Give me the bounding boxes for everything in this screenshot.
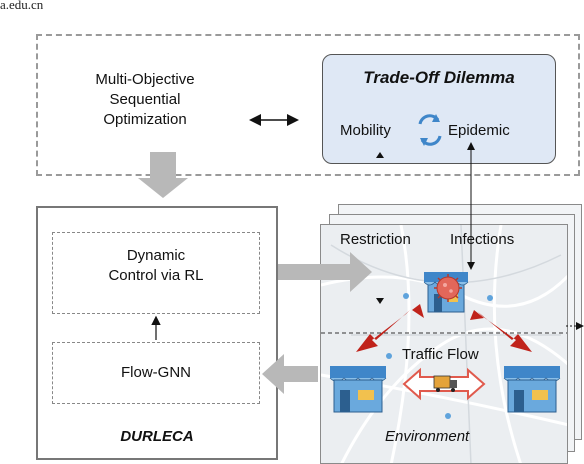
store-icon (329, 366, 387, 413)
restriction-marker-icon (376, 298, 384, 304)
map-road (492, 225, 522, 463)
left-red-arrowhead (412, 304, 424, 318)
optimization-line-1: Multi-Objective (95, 71, 195, 88)
right-red-arrow (478, 312, 532, 352)
map-road-minor (460, 225, 472, 463)
environment-label: Environment (385, 428, 470, 445)
trade-off-dilemma-box (322, 54, 556, 164)
store-icon (503, 366, 561, 413)
header-fragment: a.edu.cn (0, 0, 44, 12)
map-pin-icon (403, 293, 409, 299)
restriction-label: Restriction (340, 231, 411, 248)
map-pin-icon (487, 295, 493, 301)
flow-gnn-label: Flow-GNN (121, 364, 191, 381)
optimization-label: Multi-Objective Sequential Optimization (60, 70, 230, 130)
refresh-cycle-icon (418, 114, 442, 146)
trade-off-dilemma-title: Trade-Off Dilemma (363, 68, 515, 87)
dynamic-control-line-1: Dynamic (126, 247, 186, 264)
left-red-arrow (356, 310, 410, 352)
virus-icon (434, 274, 462, 302)
truck-icon (433, 375, 457, 392)
epidemic-label: Epidemic (448, 122, 510, 139)
optimization-region (36, 34, 580, 176)
optimization-line-2: Sequential (109, 91, 181, 108)
map-pin-icon (445, 413, 451, 419)
optimization-line-3: Optimization (103, 111, 187, 128)
map-pin-icon (386, 353, 392, 359)
dynamic-control-label: Dynamic Control via RL (52, 246, 260, 286)
traffic-flow-arrow (402, 367, 486, 401)
mobility-label: Mobility (340, 122, 391, 139)
dynamic-control-box (52, 232, 260, 314)
mobility-pointer-icon (376, 152, 384, 158)
flow-gnn-box (52, 342, 260, 404)
control-to-environment-arrow (278, 252, 372, 292)
environment-to-gnn-arrow (262, 354, 318, 394)
red-flow-arrows (356, 304, 532, 352)
traffic-flow-label: Traffic Flow (402, 346, 479, 363)
map-road (340, 327, 567, 463)
durleca-label: DURLECA (120, 428, 194, 445)
down-flow-arrow (138, 152, 188, 198)
dynamic-control-line-2: Control via RL (108, 267, 204, 284)
right-red-arrowhead (470, 310, 484, 320)
durleca-box (36, 206, 278, 460)
infections-label: Infections (450, 231, 515, 248)
